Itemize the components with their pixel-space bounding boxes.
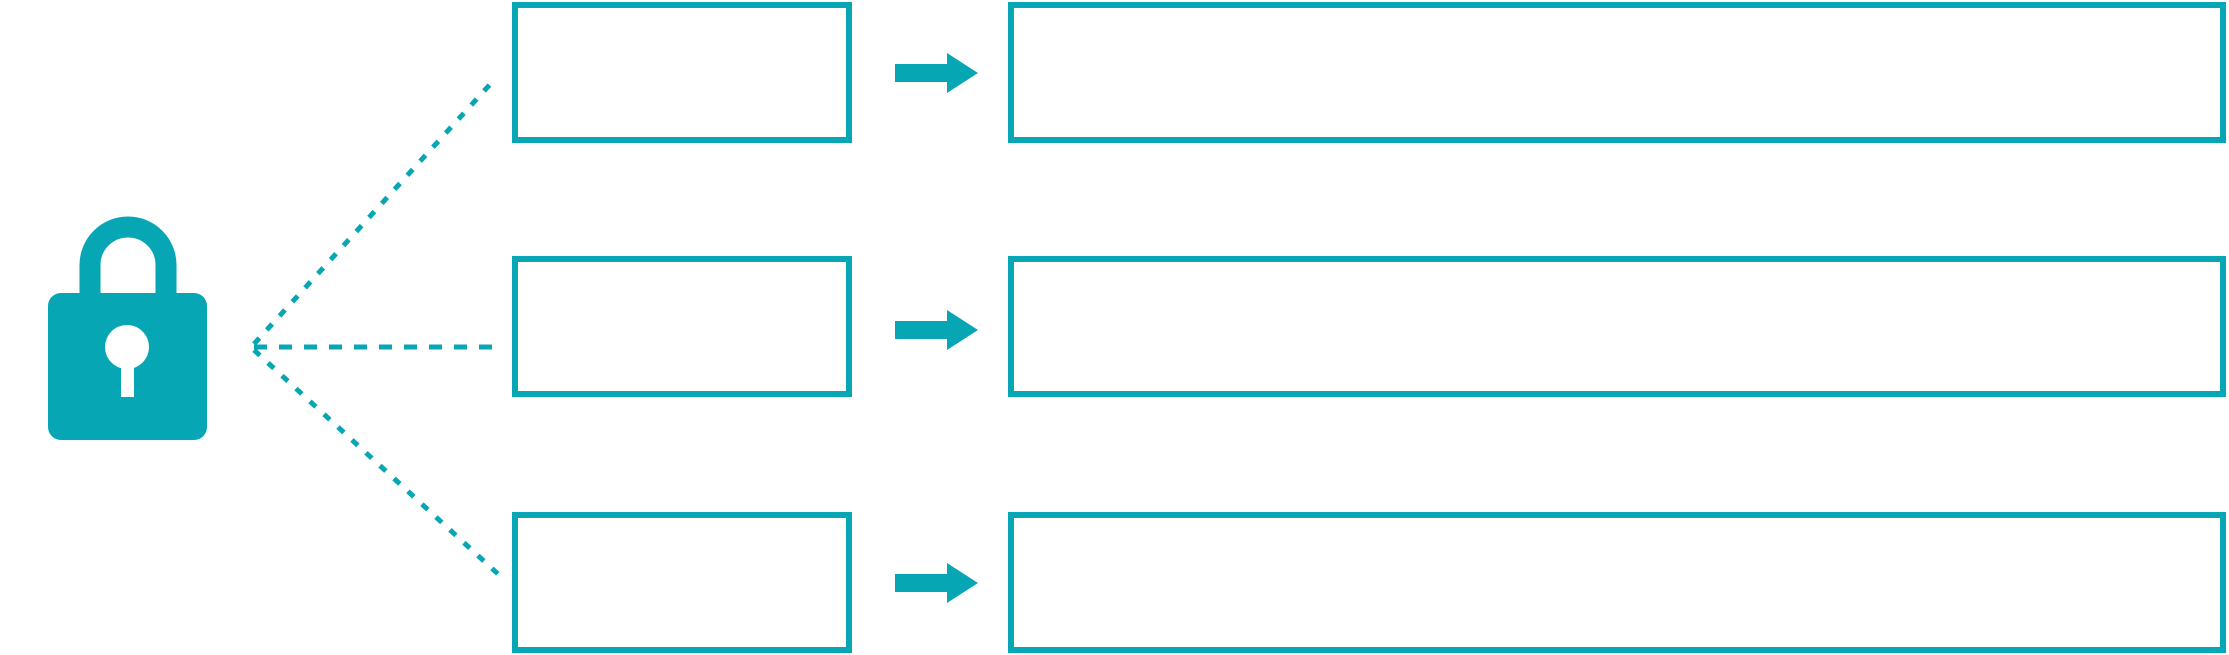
keyhole-stem <box>121 352 134 397</box>
right-arrow-icon-3 <box>895 563 978 603</box>
item-box-2 <box>512 256 852 397</box>
keyhole-icon <box>105 325 149 369</box>
connector-dotted-line-bottom <box>252 348 500 576</box>
right-arrow-icon-2 <box>895 310 978 350</box>
item-box-1 <box>512 2 852 143</box>
padlock-icon <box>48 216 207 440</box>
description-box-3 <box>1008 512 2226 653</box>
item-box-3 <box>512 512 852 653</box>
right-arrow-icon-1 <box>895 53 978 93</box>
description-box-2 <box>1008 256 2226 397</box>
connector-dotted-line-top <box>252 78 496 346</box>
description-box-1 <box>1008 2 2226 143</box>
padlock-shackle <box>79 216 177 305</box>
